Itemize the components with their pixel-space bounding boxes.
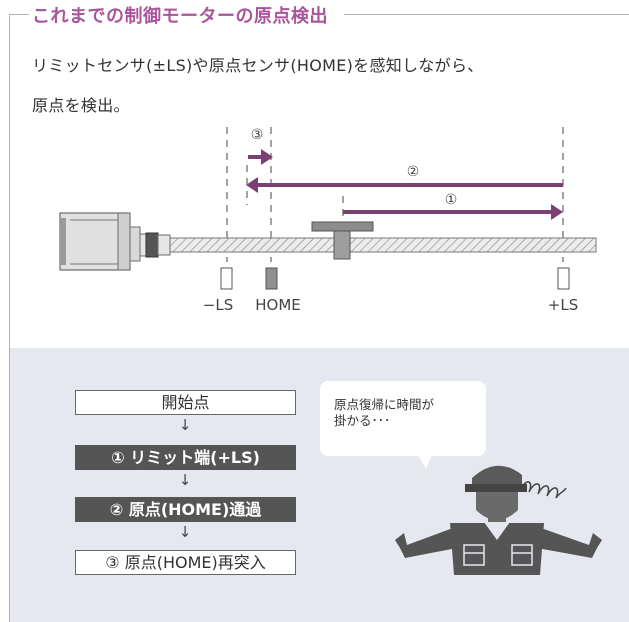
frame-top-border-right — [344, 14, 629, 15]
step3-arrow-head — [261, 149, 273, 165]
section-title: これまでの制御モーターの原点検出 — [32, 6, 328, 27]
speech-bubble: 原点復帰に時間が 掛かる･･･ — [320, 381, 486, 456]
step2-arrow-head — [246, 177, 258, 193]
flow-start-box: 開始点 — [75, 390, 296, 415]
plus-ls-label: +LS — [548, 296, 578, 314]
flow-step2-box: ② 原点(HOME)通過 — [75, 497, 296, 522]
step1-arrow-head — [551, 204, 563, 220]
home-sensor — [265, 267, 278, 290]
flow-arrow-3: ↓ — [178, 523, 192, 541]
description-line-1: リミットセンサ(±LS)や原点センサ(HOME)を感知しながら、 — [32, 56, 484, 75]
stage-icon — [311, 221, 374, 260]
frame-top-border-left — [9, 14, 29, 15]
plus-ls-sensor — [557, 267, 570, 290]
flow-arrow-1: ↓ — [178, 416, 192, 434]
flow-arrow-2: ↓ — [178, 471, 192, 489]
flow-step1-box: ① リミット端(+LS) — [75, 445, 296, 470]
step1-marker: ① — [445, 192, 458, 208]
flow-step3-box: ③ 原点(HOME)再突入 — [75, 550, 296, 575]
speech-bubble-tail — [418, 455, 432, 469]
home-label: HOME — [255, 296, 301, 314]
scribble-icon — [519, 481, 567, 499]
description-line-2: 原点を検出。 — [32, 96, 130, 115]
motor-icon — [59, 212, 171, 271]
minus-ls-sensor — [220, 267, 233, 290]
speech-bubble-text: 原点復帰に時間が 掛かる･･･ — [334, 397, 435, 428]
step3-marker: ③ — [251, 127, 264, 143]
minus-ls-label: −LS — [203, 296, 233, 314]
frame-left-border — [9, 14, 10, 622]
step2-marker: ② — [407, 164, 420, 180]
